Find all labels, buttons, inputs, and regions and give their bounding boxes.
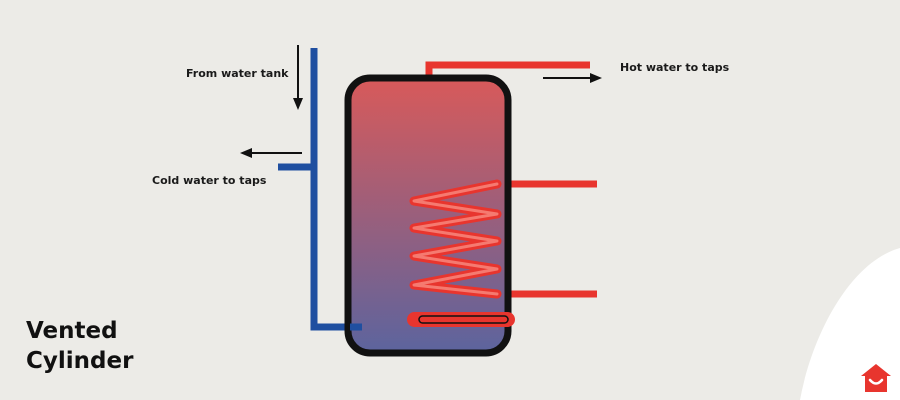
house-smile-logo-icon: [861, 364, 891, 392]
heating-coil: [409, 179, 502, 299]
label-cold-water-to-taps: Cold water to taps: [152, 174, 267, 187]
label-hot-water-to-taps: Hot water to taps: [620, 61, 730, 74]
immersion-element: [407, 312, 515, 327]
label-from-water-tank: From water tank: [186, 67, 289, 80]
cold-water-pipe: [278, 48, 356, 331]
diagram-title: Vented Cylinder: [26, 316, 133, 376]
title-line-1: Vented: [26, 318, 118, 344]
arrow-cold-to-taps: [240, 148, 302, 158]
arrow-hot-to-taps: [543, 73, 602, 83]
title-line-2: Cylinder: [26, 348, 134, 374]
arrow-from-tank: [293, 45, 303, 110]
cylinder-body: [344, 74, 512, 357]
